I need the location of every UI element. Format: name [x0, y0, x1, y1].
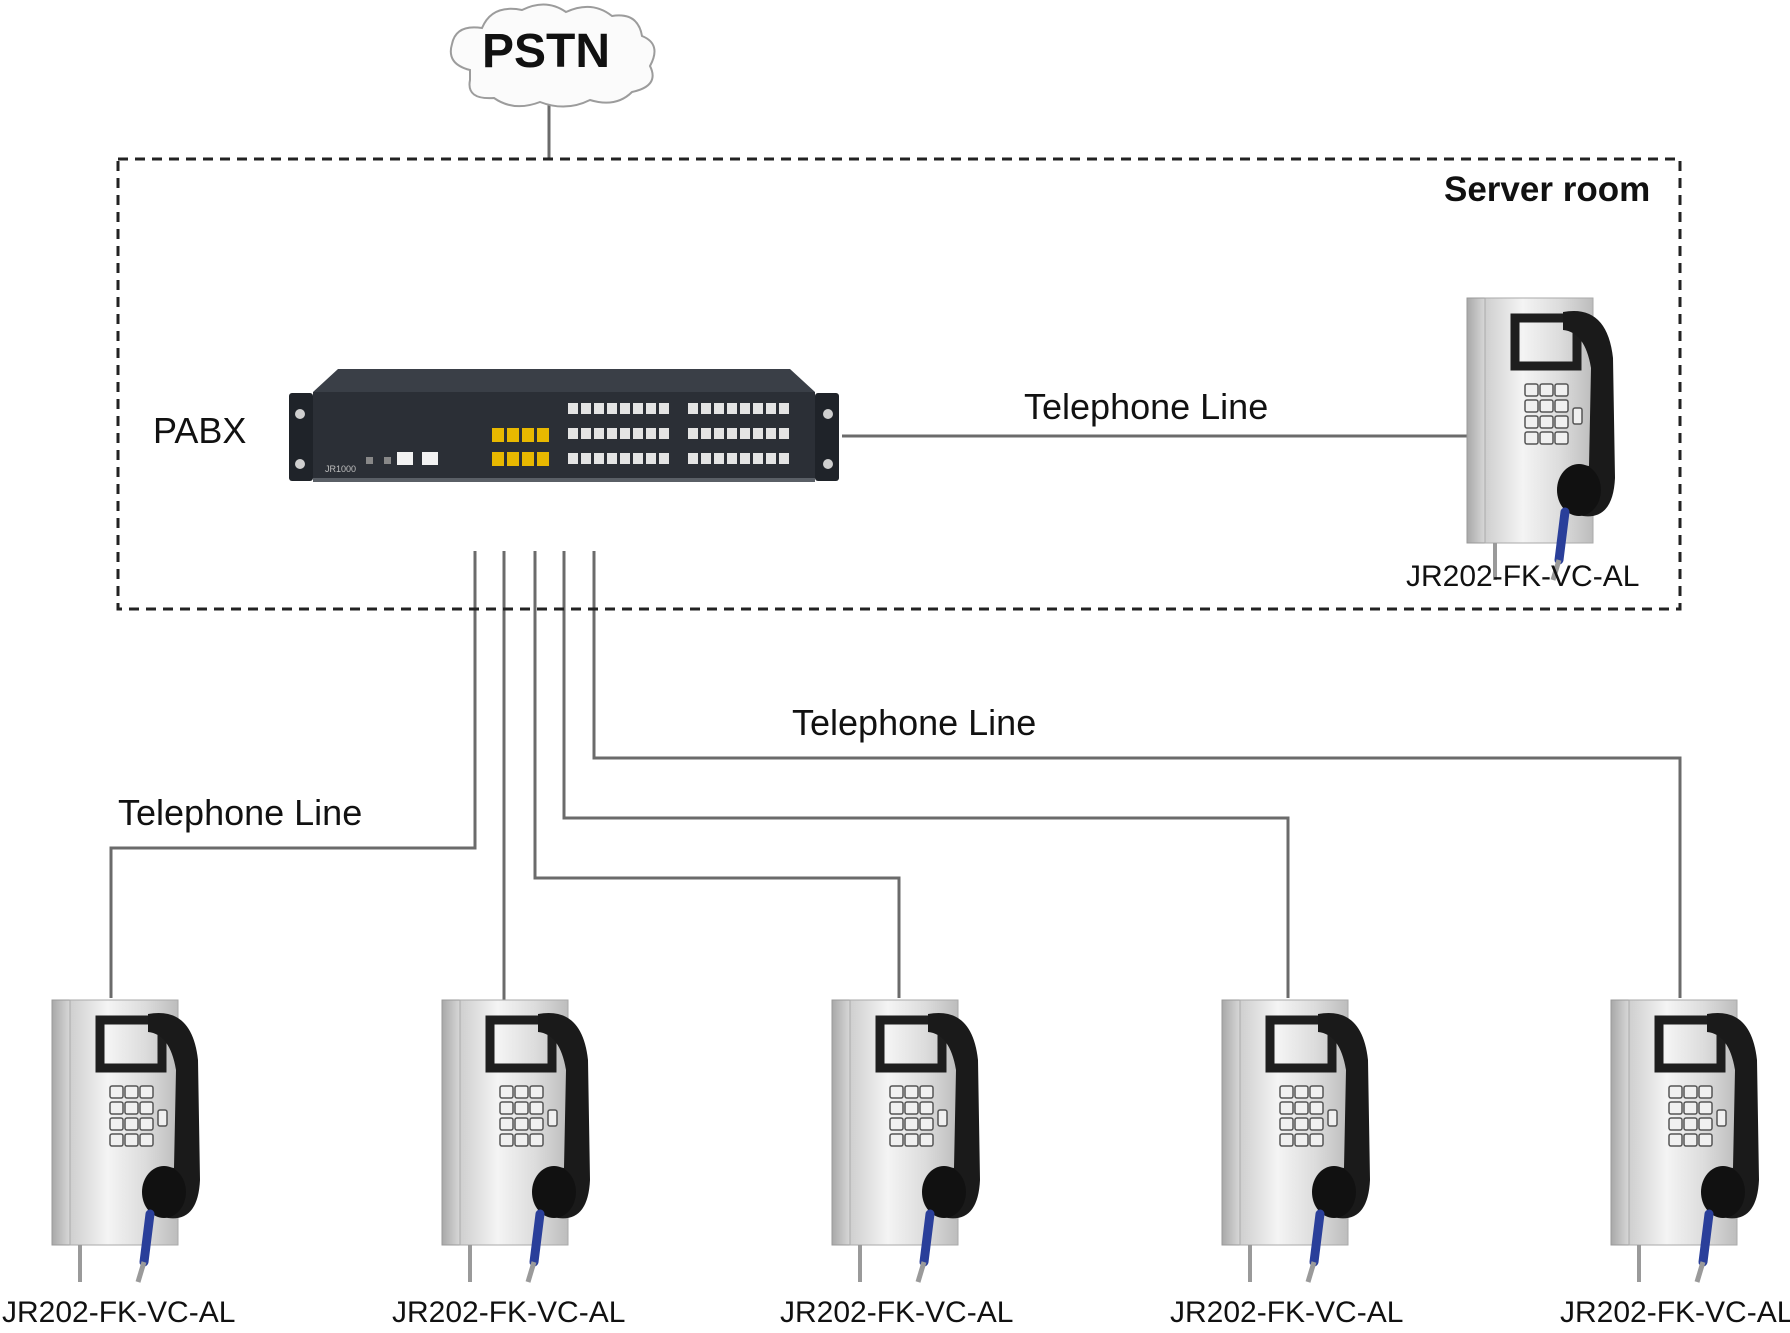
phone-model-label: JR202-FK-VC-AL: [1406, 560, 1640, 593]
emergency-phone-icon: [1611, 1000, 1759, 1282]
server-room-label: Server room: [1444, 170, 1651, 209]
pabx-label: PABX: [153, 410, 247, 451]
phone-4: [1222, 1000, 1370, 1282]
pstn-label: PSTN: [482, 25, 611, 78]
server-room-boundary: [116, 157, 1682, 611]
emergency-phone-icon: [832, 1000, 980, 1282]
telephone-line-label-long: Telephone Line: [792, 702, 1037, 743]
line-phone-4: [562, 551, 1290, 998]
emergency-phone-icon: [1222, 1000, 1370, 1282]
line-phone-1: [109, 551, 477, 998]
telephone-lines: [109, 100, 1682, 1000]
pstn-cloud-icon: [449, 3, 656, 108]
emergency-phone-icon: [1467, 298, 1615, 580]
phone-server-room: [1467, 298, 1615, 580]
phone-model-label: JR202-FK-VC-AL: [780, 1296, 1014, 1329]
telephone-line-label-server: Telephone Line: [1024, 386, 1269, 427]
phone-2: [442, 1000, 590, 1282]
pabx-model-text: JR1000: [325, 464, 356, 474]
line-phone-5: [592, 551, 1682, 998]
phone-model-label: JR202-FK-VC-AL: [1170, 1296, 1404, 1329]
phone-3: [832, 1000, 980, 1282]
line-phone-3: [533, 551, 901, 998]
pabx-device-icon: JR1000: [289, 369, 839, 482]
emergency-phone-icon: [442, 1000, 590, 1282]
emergency-phone-icon: [52, 1000, 200, 1282]
phone-model-label: JR202-FK-VC-AL: [392, 1296, 626, 1329]
phone-model-label: JR202-FK-VC-AL: [1560, 1296, 1790, 1329]
phone-5: [1611, 1000, 1759, 1282]
phone-1: [52, 1000, 200, 1282]
telephone-line-label-left: Telephone Line: [118, 792, 363, 833]
phone-model-label: JR202-FK-VC-AL: [2, 1296, 236, 1329]
